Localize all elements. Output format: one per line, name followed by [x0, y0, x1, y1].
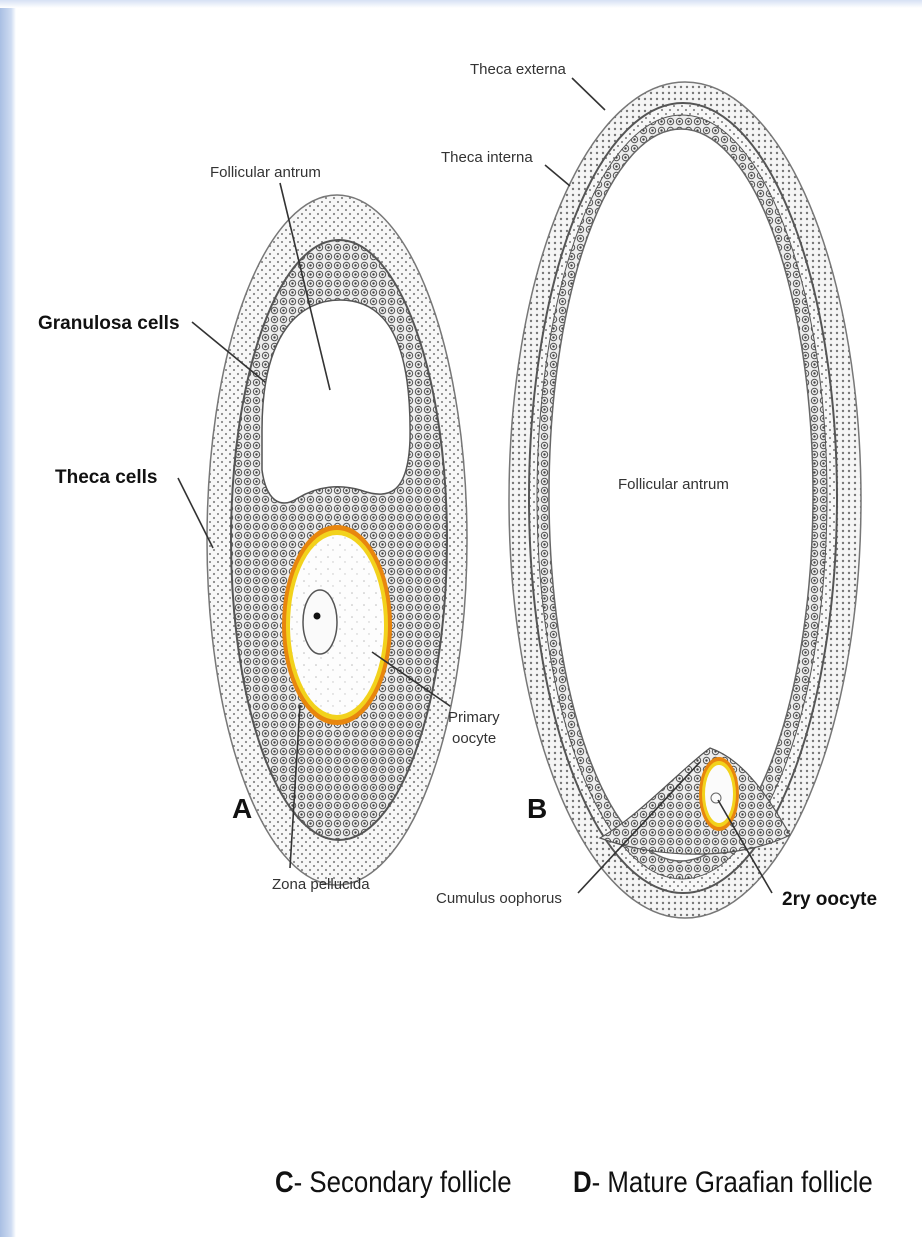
graafian-follicle-drawing: [509, 82, 861, 918]
label-primary-oocyte-line1: Primary: [448, 709, 500, 726]
label-theca-externa: Theca externa: [470, 61, 567, 78]
label-zona-pellucida: Zona pellucida: [272, 876, 370, 893]
label-cumulus-oophorus: Cumulus oophorus: [436, 890, 562, 907]
label-follicular-antrum-b: Follicular antrum: [618, 476, 729, 493]
caption-c-letter: C: [275, 1166, 294, 1199]
figure-letter-b: B: [527, 793, 547, 824]
antrum-cavity-a: [262, 300, 410, 503]
caption-c-text: - Secondary follicle: [294, 1166, 512, 1199]
label-granulosa-cells: Granulosa cells: [38, 313, 180, 334]
label-theca-interna: Theca interna: [441, 149, 533, 166]
antrum-cavity-b: [549, 129, 813, 861]
caption-secondary-follicle: C- Secondary follicle: [275, 1166, 512, 1200]
label-follicular-antrum-a: Follicular antrum: [210, 164, 321, 181]
caption-d-text: - Mature Graafian follicle: [592, 1166, 873, 1199]
caption-d-letter: D: [573, 1166, 592, 1199]
label-theca-cells: Theca cells: [55, 467, 157, 488]
figure-letter-a: A: [232, 793, 252, 824]
secondary-follicle-drawing: [207, 195, 467, 885]
caption-graafian-follicle: D- Mature Graafian follicle: [573, 1166, 873, 1200]
label-primary-oocyte-line2: oocyte: [452, 730, 496, 747]
label-2ry-oocyte: 2ry oocyte: [782, 889, 877, 910]
oocyte-nucleus: [303, 590, 337, 654]
